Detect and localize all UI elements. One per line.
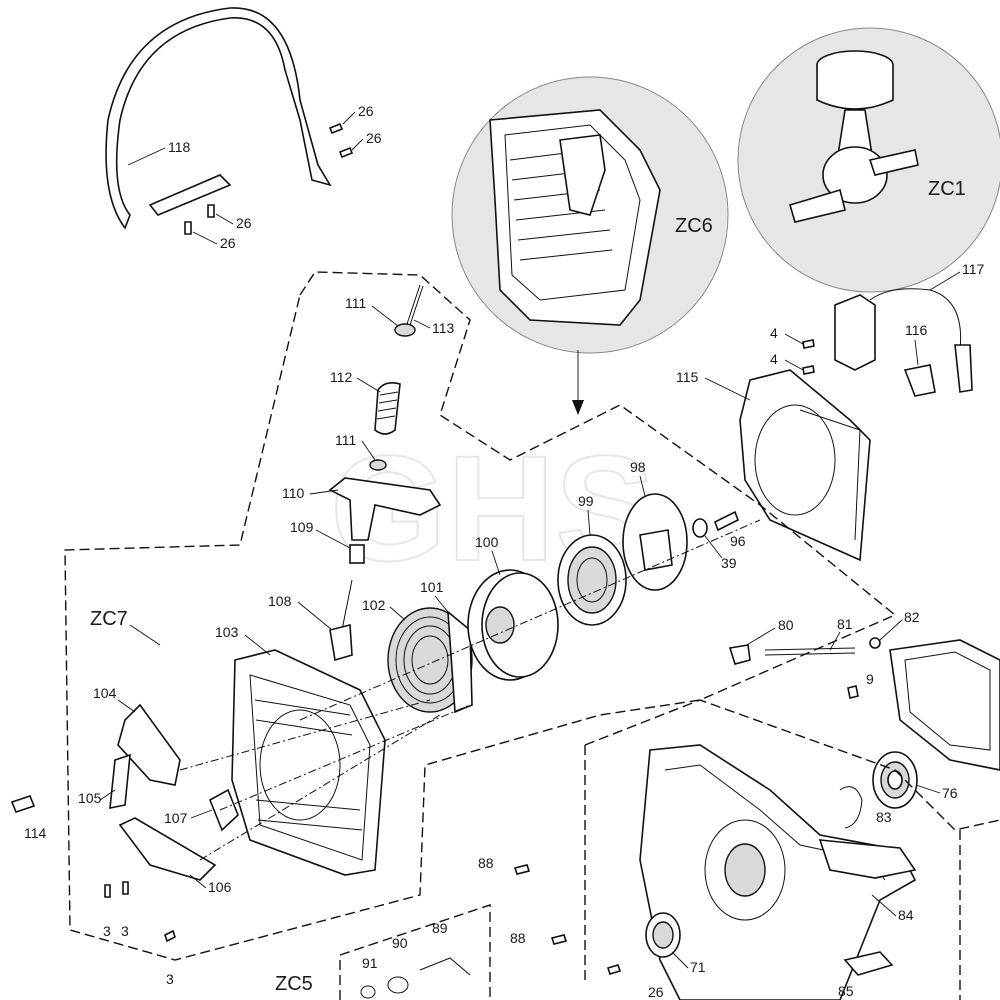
label-105: 105 [78, 790, 102, 806]
label-111-b: 111 [335, 432, 356, 448]
label-117: 117 [962, 261, 985, 277]
fuel-line-89-icon [419, 957, 471, 976]
label-3-a: 3 [103, 923, 111, 939]
gasket-icon [889, 639, 1000, 771]
bracket-85-icon [843, 951, 894, 976]
label-90: 90 [392, 935, 408, 951]
label-71: 71 [690, 959, 706, 975]
label-80: 80 [778, 617, 794, 633]
label-26-c: 26 [236, 215, 252, 231]
bearing-76-icon [872, 751, 918, 809]
label-111-a: 111 [345, 295, 366, 311]
label-110: 110 [282, 485, 305, 501]
label-106: 106 [208, 879, 232, 895]
label-88-a: 88 [478, 855, 494, 871]
label-109: 109 [290, 519, 314, 535]
label-104: 104 [93, 685, 117, 701]
label-88-b: 88 [510, 930, 526, 946]
label-26-b: 26 [366, 130, 382, 146]
starter-handle-icon [328, 477, 442, 541]
zc7-boundary [64, 271, 897, 961]
rope-guide-108-icon [329, 623, 353, 662]
label-107: 107 [164, 810, 188, 826]
label-113: 113 [432, 320, 455, 336]
label-118: 118 [168, 139, 191, 155]
starter-handle-stack [369, 284, 424, 471]
label-96: 96 [730, 533, 746, 549]
ring-90-icon [387, 976, 409, 994]
label-102: 102 [362, 597, 386, 613]
label-103: 103 [215, 624, 239, 640]
label-26-a: 26 [358, 103, 374, 119]
recoil-spring-icon [387, 607, 473, 714]
flywheel-cover-icon [739, 369, 871, 562]
alignment-lines [179, 519, 761, 861]
label-3-c: 3 [166, 971, 174, 987]
piston-crankshaft-icon [789, 50, 919, 223]
label-91: 91 [362, 955, 378, 971]
front-handle-bar-icon [105, 7, 332, 230]
label-84: 84 [898, 907, 914, 923]
label-98: 98 [630, 459, 646, 475]
label-89: 89 [432, 920, 448, 936]
zc6-label: ZC6 [675, 215, 713, 237]
label-100: 100 [475, 534, 499, 550]
label-85: 85 [838, 983, 854, 999]
label-39: 39 [721, 555, 737, 571]
screw-114-icon [10, 795, 36, 813]
ring-82-icon [869, 637, 881, 649]
sleeve-109-icon [349, 544, 365, 564]
label-76: 76 [942, 785, 958, 801]
starter-cover-assembly-103-icon [231, 649, 386, 876]
label-3-b: 3 [121, 923, 129, 939]
label-82: 82 [904, 609, 920, 625]
label-116: 116 [905, 322, 928, 338]
label-114: 114 [24, 825, 47, 841]
label-26-d: 26 [220, 235, 236, 251]
label-81: 81 [837, 616, 853, 632]
cover-insert-104-icon [109, 703, 181, 809]
zc1-label: ZC1 [928, 178, 966, 200]
screw-96-icon [713, 510, 740, 532]
label-4-a: 4 [770, 325, 778, 341]
label-4-b: 4 [770, 351, 778, 367]
label-108: 108 [268, 593, 292, 609]
ignition-coil-icon [834, 288, 973, 397]
zc5-label: ZC5 [275, 973, 313, 995]
zc5-boundary [339, 904, 491, 1000]
label-26-e: 26 [648, 984, 664, 1000]
zc1-callout-bubble: ZC1 [737, 27, 1000, 293]
plate-106-icon [118, 817, 217, 881]
label-83: 83 [876, 809, 892, 825]
circlip-83-icon [839, 786, 863, 829]
label-101: 101 [420, 579, 444, 595]
clip-107-icon [208, 788, 239, 832]
screw-group-26 [184, 122, 354, 235]
ring-91-icon [360, 985, 376, 999]
label-112: 112 [330, 369, 353, 385]
crankcase-boundary [584, 699, 1000, 985]
nipple-80-icon [728, 644, 751, 665]
starter-cover-icon [489, 109, 661, 326]
pawl-plate-98-icon [622, 493, 688, 591]
rubber-mount-71-icon [645, 912, 681, 958]
rope-pulley-icon [467, 569, 559, 681]
label-9: 9 [866, 671, 874, 687]
zc7-label: ZC7 [90, 608, 128, 630]
zc6-callout-bubble: ZC6 [451, 76, 729, 354]
washer-39-icon [692, 518, 708, 538]
label-99: 99 [578, 493, 594, 509]
label-115: 115 [676, 369, 699, 385]
spring-housing-99-icon [557, 534, 627, 626]
